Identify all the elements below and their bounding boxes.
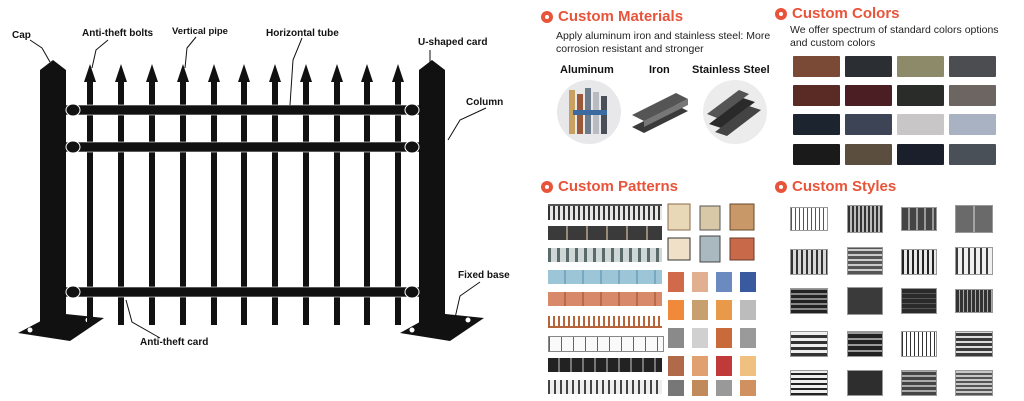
label-horizontal-tube: Horizontal tube <box>266 28 339 39</box>
material-iron-label: Iron <box>649 64 670 76</box>
label-cap: Cap <box>12 30 31 41</box>
style-thumbnail <box>955 205 993 233</box>
pattern-gates-grid <box>667 203 756 396</box>
color-swatch <box>793 114 840 135</box>
style-thumbnail <box>901 288 937 314</box>
styles-title-text: Custom Styles <box>792 178 897 195</box>
iron-image <box>628 85 692 139</box>
label-anti-theft-card: Anti-theft card <box>140 337 209 348</box>
pattern-strip <box>548 204 662 220</box>
bullet-icon <box>775 7 787 20</box>
color-swatch <box>949 56 996 77</box>
style-thumbnail <box>847 287 883 315</box>
pattern-strip <box>548 358 662 372</box>
patterns-title-text: Custom Patterns <box>558 178 679 195</box>
fence-drawing <box>18 36 487 341</box>
style-thumbnail <box>901 207 937 231</box>
pattern-strip <box>548 380 662 394</box>
pattern-strip <box>548 270 662 284</box>
style-thumbnail <box>901 370 937 396</box>
label-anti-theft-bolts: Anti-theft bolts <box>82 28 154 39</box>
color-swatch <box>949 144 996 165</box>
materials-title: Custom Materials <box>541 8 683 25</box>
colors-title-text: Custom Colors <box>792 5 900 22</box>
bullet-icon <box>541 180 553 193</box>
label-fixed-base: Fixed base <box>458 270 510 281</box>
pattern-strip <box>548 248 662 262</box>
color-swatch <box>845 114 892 135</box>
style-thumbnail <box>847 331 883 357</box>
style-thumbnail <box>955 289 993 313</box>
style-thumbnail <box>901 249 937 275</box>
colors-title: Custom Colors <box>775 5 900 22</box>
color-swatch <box>793 56 840 77</box>
color-swatch <box>897 85 944 106</box>
color-swatch <box>793 85 840 106</box>
style-thumbnail <box>790 288 828 314</box>
style-thumbnail <box>790 370 828 396</box>
style-thumbnail <box>955 370 993 396</box>
bullet-icon <box>541 10 553 23</box>
style-thumbnail <box>847 205 883 233</box>
style-thumbnail <box>790 331 828 357</box>
style-thumbnail <box>847 247 883 275</box>
color-swatch <box>845 56 892 77</box>
style-thumbnail <box>790 207 828 231</box>
label-u-shaped-card: U-shaped card <box>418 37 488 48</box>
color-swatch <box>949 85 996 106</box>
pattern-strip <box>548 226 662 240</box>
materials-description: Apply aluminum iron and stainless steel:… <box>556 30 771 55</box>
style-thumbnail <box>790 249 828 275</box>
color-swatch <box>897 144 944 165</box>
color-swatch <box>897 114 944 135</box>
color-swatch <box>845 85 892 106</box>
color-swatch <box>793 144 840 165</box>
material-aluminum-label: Aluminum <box>560 64 614 76</box>
color-swatch <box>949 114 996 135</box>
bullet-icon <box>775 180 787 193</box>
stainless-image <box>703 80 767 144</box>
style-thumbnail <box>847 370 883 396</box>
colors-description: We offer spectrum of standard colors opt… <box>790 24 999 49</box>
style-thumbnail <box>901 331 937 357</box>
color-swatch <box>845 144 892 165</box>
pattern-strip <box>548 336 664 352</box>
materials-title-text: Custom Materials <box>558 8 684 25</box>
material-stainless-label: Stainless Steel <box>692 64 770 76</box>
pattern-strip <box>548 316 662 328</box>
style-thumbnail <box>955 331 993 357</box>
style-thumbnail <box>955 247 993 275</box>
color-swatch <box>897 56 944 77</box>
aluminum-image <box>557 80 621 144</box>
pattern-strip <box>548 292 662 306</box>
label-column: Column <box>466 97 504 108</box>
fence-diagram: Cap Anti-theft bolts Vertical pipe Horiz… <box>12 26 510 348</box>
patterns-title: Custom Patterns <box>541 178 678 195</box>
label-vertical-pipe: Vertical pipe <box>172 26 228 37</box>
styles-title: Custom Styles <box>775 178 896 195</box>
